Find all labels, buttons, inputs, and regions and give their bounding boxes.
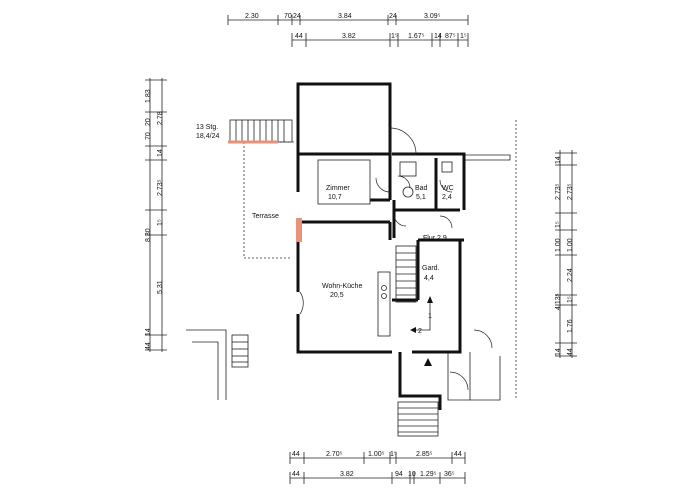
terrace-door-highlight [296, 218, 302, 242]
dim-left-9: 5.31 [157, 280, 164, 294]
dim-left-10: 14 [145, 328, 152, 336]
dim-top-1: 2.30 [245, 13, 259, 20]
toilet [441, 161, 453, 173]
dim-top2-4: 1.67⁵ [408, 33, 425, 40]
dim-bottom-6: 44 [454, 451, 462, 458]
dim-right-6: 1.00 [567, 238, 574, 252]
top-dimension-chain: 2.30 70 24 3.84 24 3.09⁵ 44 3.82 1⁵ 1.67… [227, 13, 469, 47]
bottom-dimension-chain: 44 2.70⁵ 1.00⁵ 1⁵ 2.85⁵ 44 44 3.82 94 10… [289, 451, 466, 484]
room-zimmer-name: Zimmer [326, 185, 350, 192]
right-dimension-chain: 14 2.73⁵ 2.73⁵ 1⁵ 1.00 1.00 2.24 1⁵ 4.13… [555, 150, 577, 358]
stair-ratio-label: 18,4/24 [196, 133, 219, 140]
bathtub [399, 161, 417, 177]
dim-bottom-5: 2.85⁵ [416, 451, 433, 458]
dim-top-3: 24 [293, 13, 301, 20]
room-wc-name: WC [442, 185, 454, 192]
right-site-boundary [464, 120, 517, 400]
room-wohn-area: 20,5 [330, 292, 344, 299]
dim-top2-1: 44 [295, 33, 303, 40]
room-flur-label: Flur 2,9 [423, 235, 447, 242]
room-wohn-name: Wohn-Küche [322, 283, 362, 290]
dim-bottom-2: 2.70⁵ [326, 451, 343, 458]
dim-right-3: 2.73⁵ [567, 183, 574, 200]
entry-arrow-icon [424, 358, 432, 366]
dim-left-2: 2.78 [157, 111, 164, 125]
bed [317, 159, 371, 205]
dim-right-2: 2.73⁵ [555, 183, 562, 200]
dim-top2-5: 14 [434, 33, 442, 40]
fixtures [317, 159, 453, 337]
dim-bottom2-5: 1.29⁵ [420, 471, 437, 478]
dim-bottom2-1: 44 [292, 471, 300, 478]
dim-right-9: 4.13⁵ [555, 293, 562, 310]
dim-bottom-3: 1.00⁵ [368, 451, 385, 458]
dim-right-4: 1⁵ [555, 221, 562, 228]
stair-step-1: 1 [428, 313, 432, 320]
internal-stair: 1 2 [395, 245, 433, 335]
dim-top-6: 3.09⁵ [424, 13, 441, 20]
terrace-area: Terrasse [243, 141, 296, 259]
dim-bottom2-2: 3.82 [340, 471, 354, 478]
dim-right-11: 14 [555, 348, 562, 356]
lower-left-outdoor-stair [186, 329, 249, 400]
dim-left-11: 44 [145, 342, 152, 350]
stair-arrow-left-icon [410, 327, 416, 333]
dim-left-3: 20 [145, 118, 152, 126]
room-bad-area: 5,1 [416, 194, 426, 201]
kitchen-counter [377, 271, 391, 337]
dim-bottom2-3: 94 [395, 471, 403, 478]
stair-arrow-up-icon [427, 296, 433, 303]
stair-step-2: 2 [418, 328, 422, 335]
dim-left-4: 70 [145, 132, 152, 140]
dim-bottom-1: 44 [292, 451, 300, 458]
building-walls [296, 82, 466, 354]
dim-top2-2: 3.82 [342, 33, 356, 40]
entrance-area [397, 352, 501, 437]
dim-right-10: 1.76 [567, 319, 574, 333]
upper-outdoor-stair: 13 Stg. 18,4/24 [196, 119, 293, 144]
dim-left-7: 1⁵ [157, 219, 164, 226]
dim-left-5: 14 [157, 149, 164, 157]
dim-right-5: 1.00 [555, 238, 562, 252]
room-bad-name: Bad [415, 185, 428, 192]
door-swings [299, 127, 493, 391]
dim-right-7: 2.24 [567, 268, 574, 282]
dim-left-8: 8.30 [145, 228, 152, 242]
room-wc-area: 2,4 [442, 194, 452, 201]
dim-left-6: 2.73⁵ [157, 179, 164, 196]
dim-top2-6: 87⁵ [445, 33, 456, 40]
dim-top2-7: 1⁵ [460, 33, 467, 40]
room-labels: Zimmer 10,7 Bad 5,1 WC 2,4 Flur 2,9 Gard… [322, 185, 454, 299]
dim-left-1: 1.83 [145, 89, 152, 103]
dim-top-4: 3.84 [338, 13, 352, 20]
left-dimension-chain: 1.83 2.78 20 70 14 2.73⁵ 1⁵ 8.30 5.31 14… [145, 78, 167, 352]
dim-right-12: 44 [567, 348, 574, 356]
dim-top2-3: 1⁵ [391, 33, 398, 40]
dim-right-1: 14 [555, 156, 562, 164]
dim-bottom-4: 1⁵ [390, 451, 397, 458]
dim-bottom2-4: 10 [408, 471, 416, 478]
room-zimmer-area: 10,7 [328, 194, 342, 201]
dim-bottom2-6: 36⁵ [444, 471, 455, 478]
dim-top-2: 70 [284, 13, 292, 20]
stair-count-label: 13 Stg. [196, 124, 218, 131]
dim-right-8: 1⁵ [567, 296, 574, 303]
room-gard-area: 4,4 [424, 275, 434, 282]
terrace-label: Terrasse [252, 213, 279, 220]
room-gard-name: Gard. [422, 265, 440, 272]
dim-top-5: 24 [389, 13, 397, 20]
washbasin [402, 186, 414, 198]
